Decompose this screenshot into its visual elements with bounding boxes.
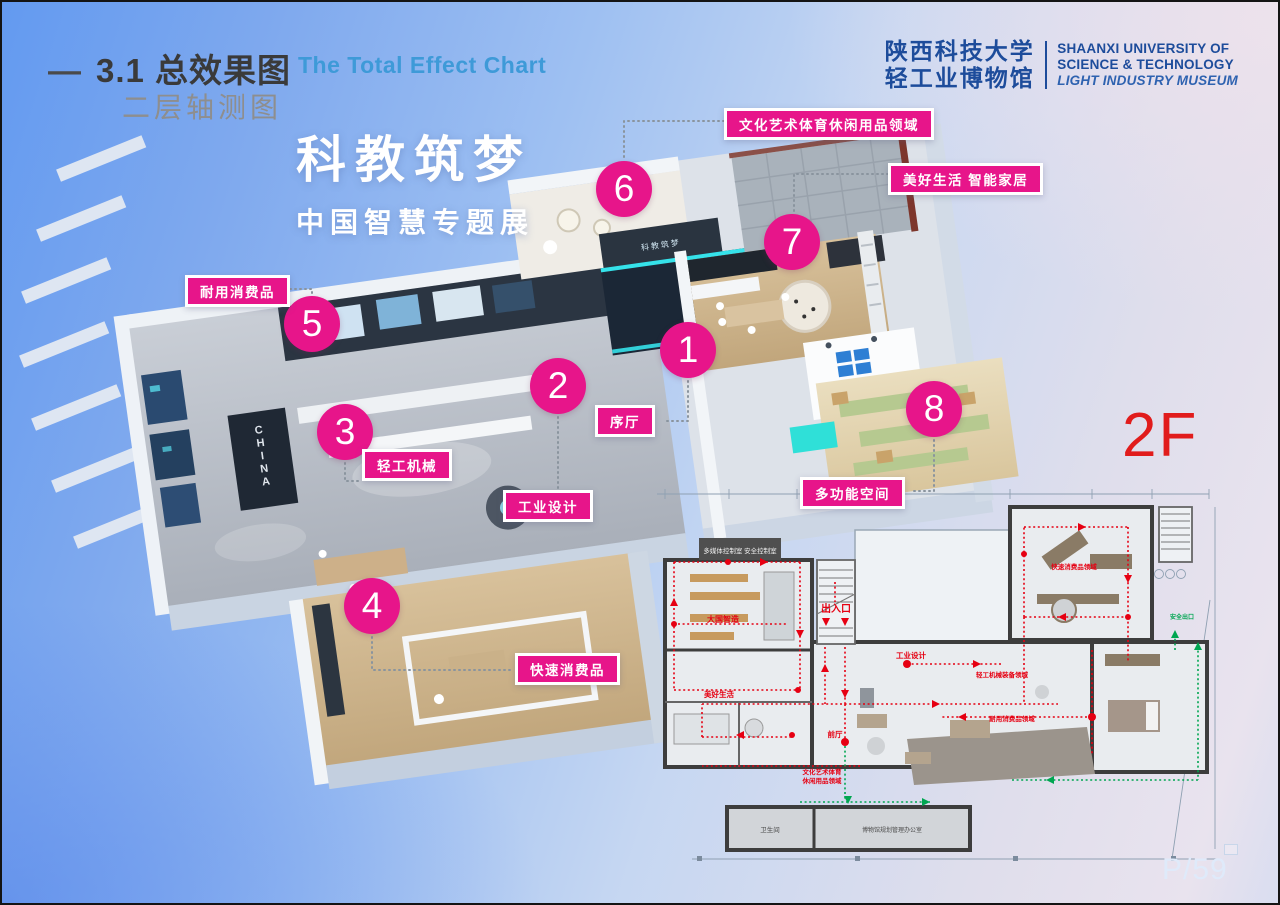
zone-label-industrial-design: 工业设计 xyxy=(503,490,593,522)
page-title: — 3.1 总效果图 xyxy=(48,44,291,92)
plan-text-10: 快速消费品领域 xyxy=(1051,562,1097,571)
page-number-text: P/59 xyxy=(1162,853,1228,886)
title-dash: — xyxy=(48,52,82,89)
exhibition-title-sub: 中国智慧专题展 xyxy=(296,207,535,238)
logo-cn-line1: 陕西科技大学 xyxy=(884,38,1035,64)
leader-line-6 xyxy=(910,439,935,492)
logo-en-line3: LIGHT INDUSTRY MUSEUM xyxy=(1057,73,1238,89)
area-marker-5: 5 xyxy=(284,296,340,352)
leader-line-7 xyxy=(371,636,514,671)
zone-label-light-machinery: 轻工机械 xyxy=(362,449,452,481)
plan-text-4: 美好生活 xyxy=(704,689,734,699)
area-marker-1: 1 xyxy=(660,322,716,378)
plan-text-6: 文化艺术体育 xyxy=(802,767,843,776)
zone-label-fast-consumer-goods: 快速消费品 xyxy=(515,653,620,685)
zone-label-durable-goods: 耐用消费品 xyxy=(185,275,290,307)
exhibition-title: 科教筑梦 中国智慧专题展 xyxy=(296,120,534,241)
plan-text-2: 出入口 xyxy=(821,602,851,615)
page-subtitle: 二层轴测图 xyxy=(122,92,283,123)
logo-en-line2: SCIENCE & TECHNOLOGY xyxy=(1057,57,1234,73)
title-zh: 3.1 总效果图 xyxy=(96,52,292,89)
exhibition-title-main: 科教筑梦 xyxy=(296,132,532,188)
leader-line-3 xyxy=(665,380,689,422)
plan-text-8: 轻工机械装备领域 xyxy=(976,670,1029,679)
area-marker-8: 8 xyxy=(906,381,962,437)
plan-text-12: 卫生间 xyxy=(760,825,780,834)
plan-text-1: 大国智造 xyxy=(707,614,739,624)
area-marker-6: 6 xyxy=(596,161,652,217)
page-number: P/59 xyxy=(1162,844,1238,887)
zone-label-culture-sports-leisure: 文化艺术体育休闲用品领域 xyxy=(724,108,934,140)
leader-line-2 xyxy=(289,288,313,294)
plan-text-5: 前厅 xyxy=(828,729,843,739)
logo-chinese: 陕西科技大学 轻工业博物馆 xyxy=(885,38,1035,92)
zone-label-prologue-hall: 序厅 xyxy=(595,405,655,437)
plan-text-13: 博物馆规划管理办公室 xyxy=(862,826,922,834)
leader-line-0 xyxy=(623,120,725,159)
plan-text-7: 休闲用品领域 xyxy=(802,776,843,785)
zone-label-smart-home: 美好生活 智能家居 xyxy=(888,163,1044,195)
area-marker-2: 2 xyxy=(530,358,586,414)
area-marker-4: 4 xyxy=(344,578,400,634)
logo-english: SHAANXI UNIVERSITY OF SCIENCE & TECHNOLO… xyxy=(1057,41,1238,89)
logo-divider xyxy=(1044,41,1048,90)
leader-lines xyxy=(289,120,935,671)
page-title-en: The Total Effect Chart xyxy=(298,52,547,78)
plan-text-3: 工业设计 xyxy=(896,650,926,660)
floor-tag: 2F xyxy=(1122,401,1199,470)
plan-text-0: 多媒体控制室 安全控制室 xyxy=(703,546,777,555)
plan-text-9: 耐用消费品领域 xyxy=(989,714,1035,723)
logo-cn-line2: 轻工业博物馆 xyxy=(884,65,1035,92)
area-marker-7: 7 xyxy=(764,214,820,270)
zone-label-multifunction-space: 多功能空间 xyxy=(800,477,905,509)
university-logo: 陕西科技大学 轻工业博物馆 SHAANXI UNIVERSITY OF SCIE… xyxy=(885,38,1238,92)
plan-text-11: 安全出口 xyxy=(1170,613,1194,621)
logo-en-line1: SHAANXI UNIVERSITY OF xyxy=(1057,41,1230,57)
axonometric-rendering: CHINA xyxy=(19,123,1019,790)
leader-line-1 xyxy=(793,173,889,212)
area-marker-3: 3 xyxy=(317,404,373,460)
svg-text:CHINA: CHINA xyxy=(254,424,271,488)
leader-line-5 xyxy=(344,462,361,482)
